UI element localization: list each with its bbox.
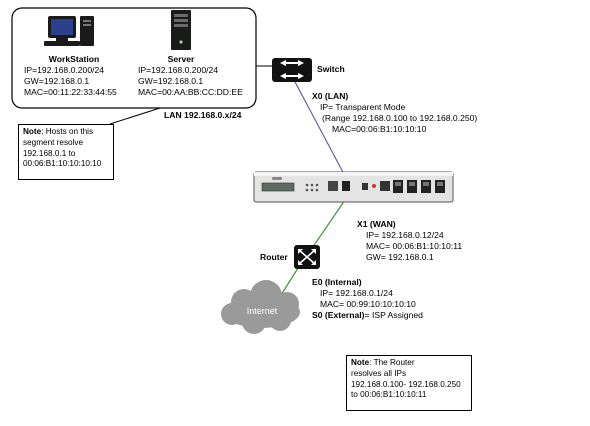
note-pointer-line <box>109 107 161 125</box>
x1-gw: GW= 192.168.0.1 <box>366 252 434 262</box>
lan-note-line3: 192.168.0.1 to <box>23 148 76 158</box>
workstation-name: WorkStation <box>48 54 100 64</box>
router-s0: S0 (External)= ISP Assigned <box>312 310 423 321</box>
x0-mac: MAC=00:06:B1:10:10:10 <box>332 124 427 134</box>
router-e0-ip: IP= 192.168.0.1/24 <box>320 288 393 298</box>
x1-mac: MAC= 00:06:B1:10:10:11 <box>366 241 463 251</box>
server-name: Server <box>167 54 195 64</box>
x0-ip: IP= Transparent Mode <box>320 102 406 112</box>
x1-title: X1 (WAN) <box>357 219 396 229</box>
server-mac: MAC=00:AA:BB:CC:DD:EE <box>138 87 243 97</box>
workstation-ip: IP=192.168.0.200/24 <box>24 65 105 75</box>
firewall-appliance-icon <box>253 171 454 203</box>
internet-label: Internet <box>246 306 278 316</box>
internet-cloud-icon <box>221 280 300 334</box>
lan-note-box: Note: Hosts on this segment resolve 192.… <box>18 124 114 180</box>
server-icon <box>171 10 191 50</box>
x1-ip: IP= 192.168.0.12/24 <box>366 230 444 240</box>
router-note-line3: 192.168.0.100- 192.168.0.250 <box>351 379 461 389</box>
router-label: Router <box>260 252 288 262</box>
router-s0-title: S0 (External) <box>312 310 365 320</box>
router-s0-value: = ISP Assigned <box>364 310 423 320</box>
lan-link-line <box>293 79 346 177</box>
router-note-line1: : The Router <box>369 358 415 367</box>
router-icon <box>294 245 320 269</box>
x0-range: (Range 192.168.0.100 to 192.168.0.250) <box>322 113 478 123</box>
lan-note-label: Note <box>23 127 42 136</box>
workstation-icon <box>44 16 94 46</box>
lan-note-line4: 00:06:B1:10:10:10:10 <box>23 159 102 169</box>
x0-title: X0 (LAN) <box>312 91 349 101</box>
lan-note-line1: : Hosts on this <box>41 127 94 136</box>
lan-segment-label: LAN 192.168.0.x/24 <box>164 110 242 120</box>
server-gw: GW=192.168.0.1 <box>138 76 204 86</box>
router-note-line2: resolves all IPs <box>351 368 407 378</box>
router-note-label: Note <box>351 358 370 367</box>
router-e0-mac: MAC= 00:99:10:10:10:10 <box>320 299 416 309</box>
lan-note-line2: segment resolve <box>23 137 84 147</box>
switch-icon <box>272 58 312 82</box>
server-ip: IP=192.168.0.200/24 <box>138 65 219 75</box>
router-note-box: Note: The Router resolves all IPs 192.16… <box>346 355 472 411</box>
router-note-line4: to 00:06:B1:10:10:11 <box>351 390 427 400</box>
workstation-gw: GW=192.168.0.1 <box>24 76 90 86</box>
router-e0-title: E0 (Internal) <box>312 277 362 287</box>
switch-label: Switch <box>317 64 345 74</box>
workstation-mac: MAC=00:11:22:33:44:55 <box>24 87 117 97</box>
